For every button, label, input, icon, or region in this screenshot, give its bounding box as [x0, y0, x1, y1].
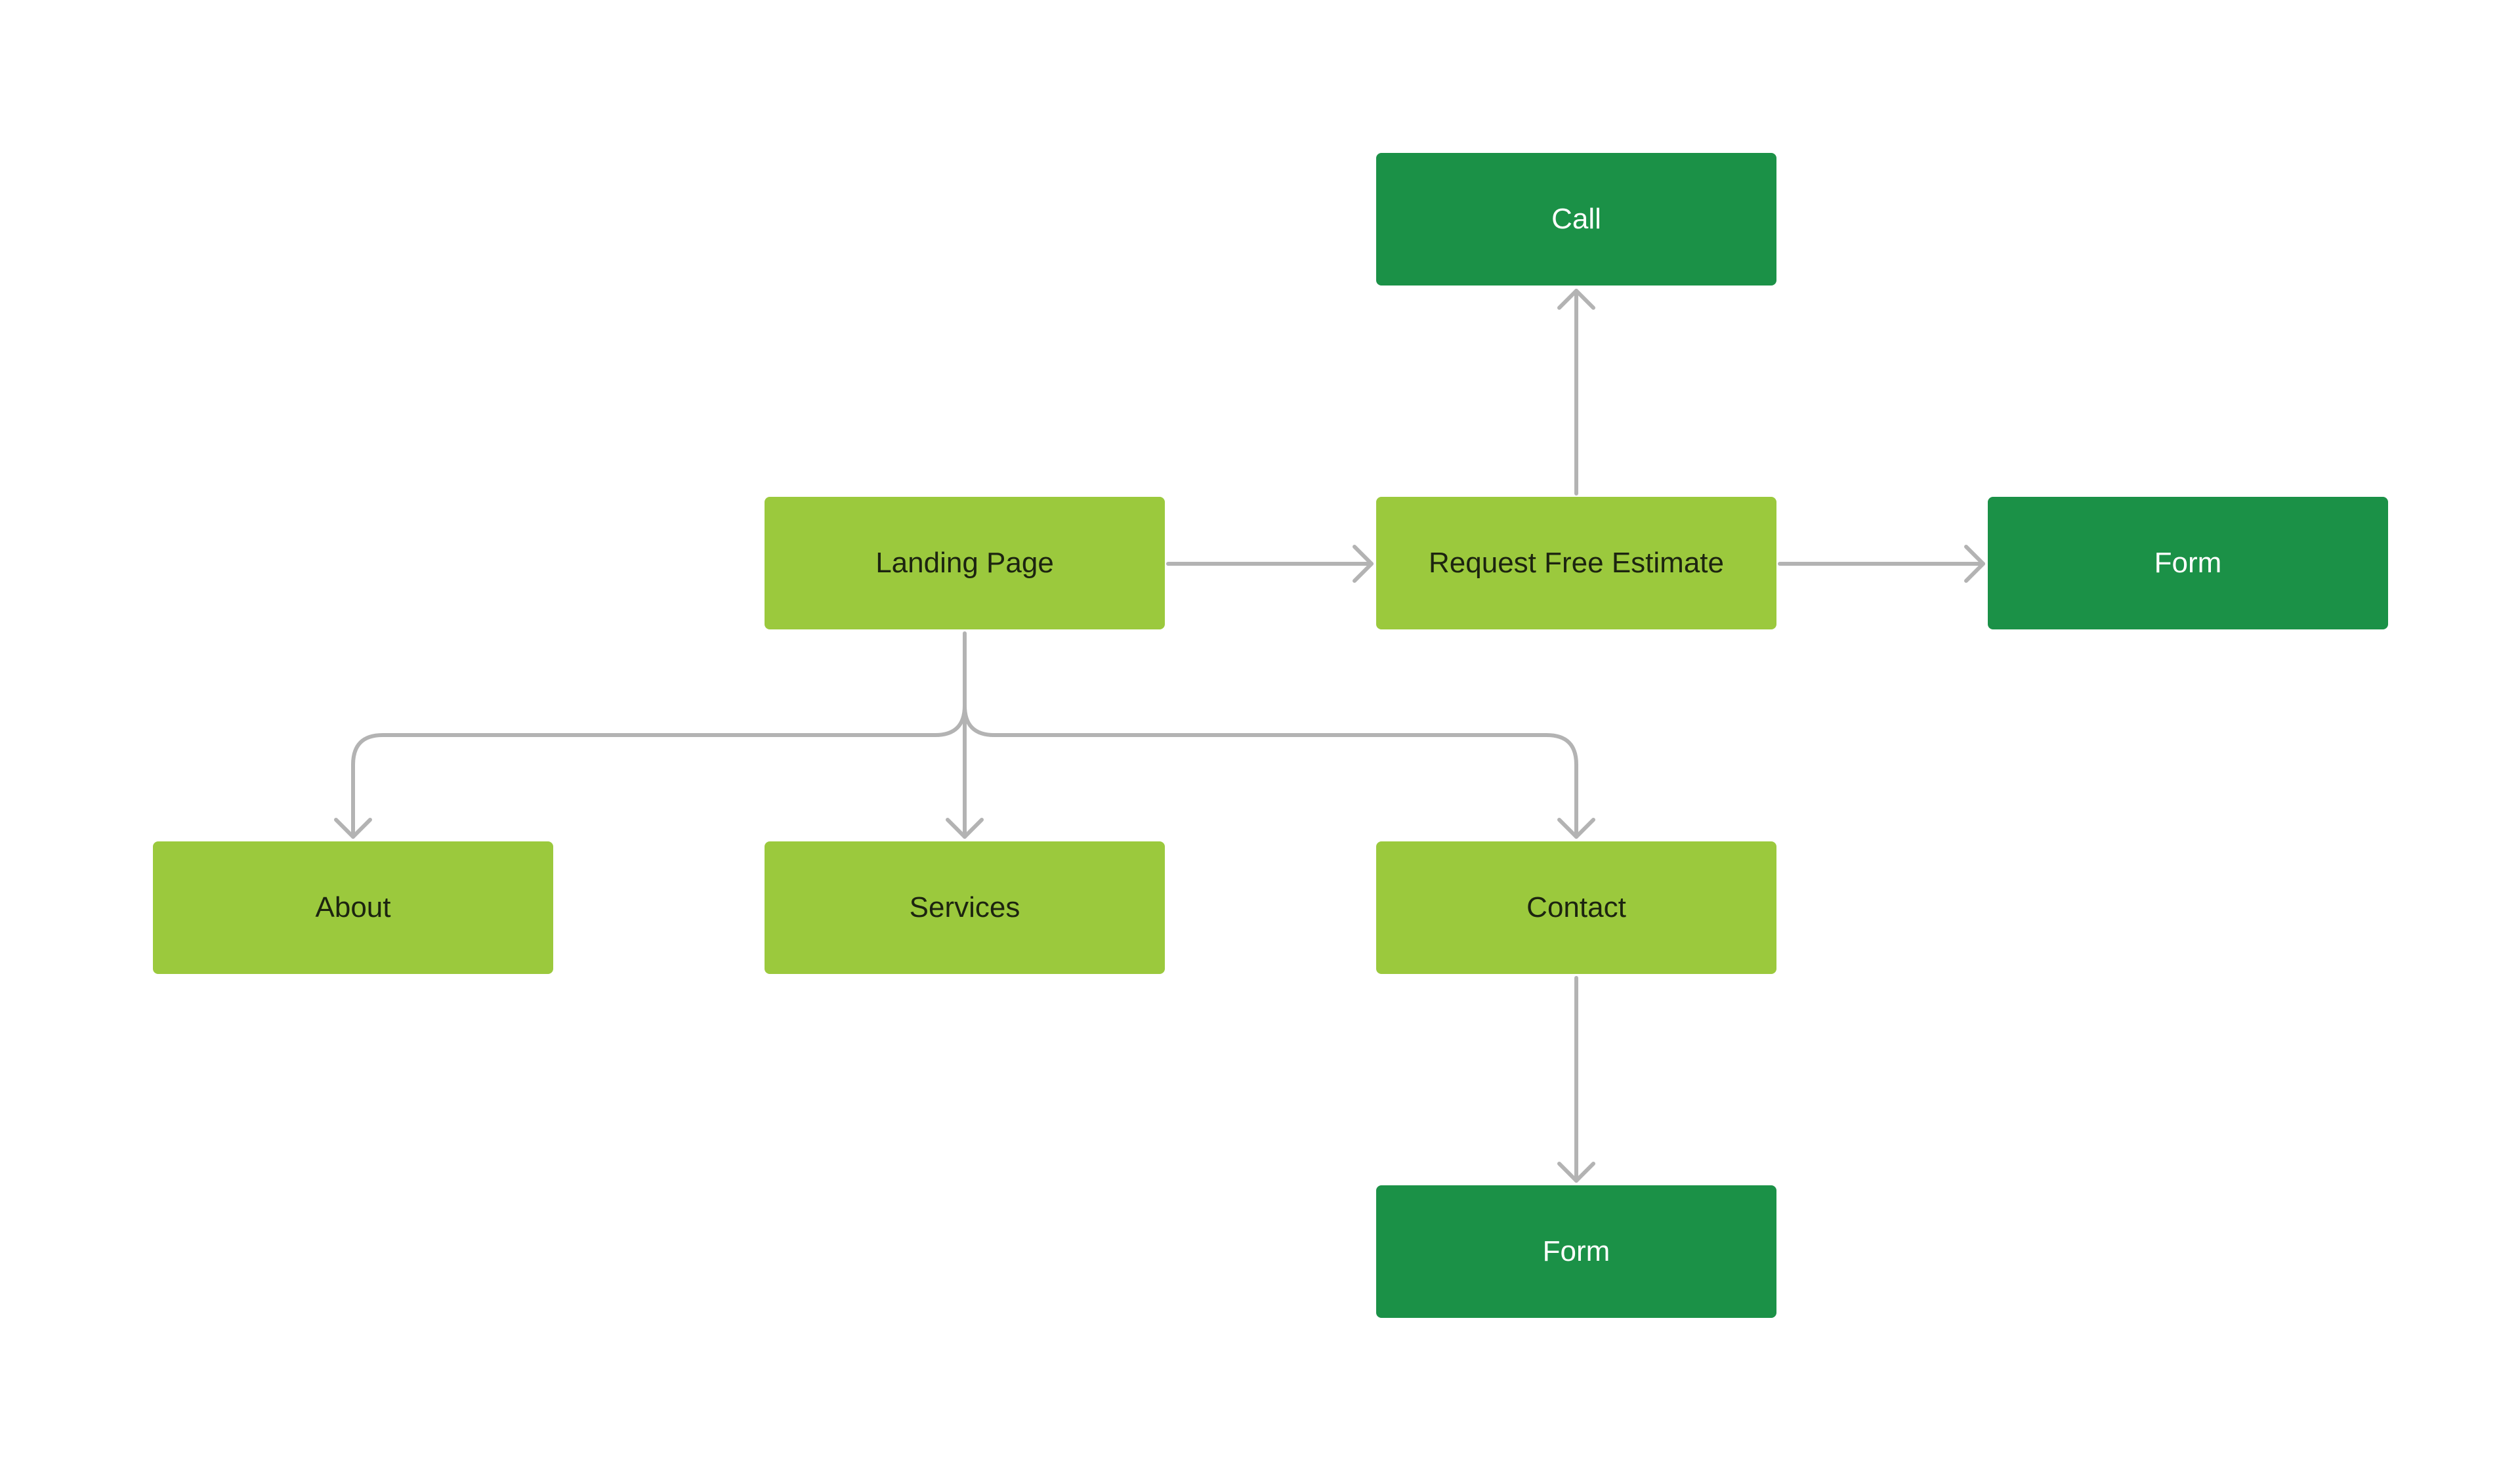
edge-landing-to-services: [946, 631, 984, 839]
node-about-label: About: [315, 891, 391, 923]
node-form-contact[interactable]: Form: [1376, 1185, 1776, 1318]
node-services-label: Services: [909, 891, 1020, 923]
edge-contact-to-form: [1557, 976, 1595, 1183]
node-call[interactable]: Call: [1376, 153, 1776, 285]
node-landing-page-label: Landing Page: [875, 547, 1054, 579]
edge-landing-to-estimate: [1166, 545, 1374, 583]
node-contact-label: Contact: [1526, 891, 1626, 923]
node-contact[interactable]: Contact: [1376, 841, 1776, 974]
node-landing-page[interactable]: Landing Page: [765, 497, 1165, 629]
edge-landing-to-contact: [963, 704, 1595, 839]
node-call-label: Call: [1551, 203, 1601, 235]
node-services[interactable]: Services: [765, 841, 1165, 974]
edge-estimate-to-form: [1778, 545, 1985, 583]
node-form-estimate-label: Form: [2154, 547, 2222, 579]
node-request-free-estimate-label: Request Free Estimate: [1429, 547, 1724, 579]
edge-landing-to-about: [334, 704, 967, 839]
node-form-contact-label: Form: [1542, 1235, 1610, 1267]
edge-estimate-to-call: [1557, 289, 1595, 496]
node-form-estimate[interactable]: Form: [1988, 497, 2388, 629]
node-request-free-estimate[interactable]: Request Free Estimate: [1376, 497, 1776, 629]
node-about[interactable]: About: [153, 841, 553, 974]
